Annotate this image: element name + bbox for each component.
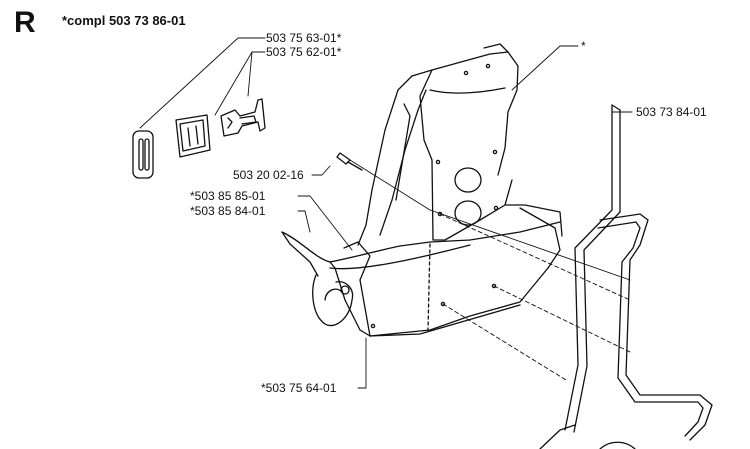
callout-503-75-62-01[interactable]: 503 75 62-01* [266, 45, 342, 59]
callout-503-20-02-16[interactable]: 503 20 02-16 [233, 168, 304, 182]
assembly-part-number: *compl 503 73 86-01 [62, 13, 186, 28]
bolt [336, 152, 363, 171]
callout-asterisk[interactable]: * [581, 39, 586, 53]
callout-503-73-84-01[interactable]: 503 73 84-01 [636, 105, 707, 119]
slide-buckle [132, 130, 154, 179]
callout-503-85-85-01[interactable]: *503 85 85-01 [190, 189, 266, 203]
callout-503-75-63-01[interactable]: 503 75 63-01* [266, 31, 342, 45]
section-letter: R [14, 6, 36, 39]
harness-frame [281, 43, 563, 337]
leader-lines [139, 37, 633, 389]
hanger-frame [539, 104, 713, 449]
callout-503-85-84-01[interactable]: *503 85 84-01 [190, 204, 266, 218]
buckle-male [220, 98, 266, 137]
buckle-female [175, 114, 211, 158]
callout-503-75-64-01[interactable]: *503 75 64-01 [261, 381, 337, 395]
